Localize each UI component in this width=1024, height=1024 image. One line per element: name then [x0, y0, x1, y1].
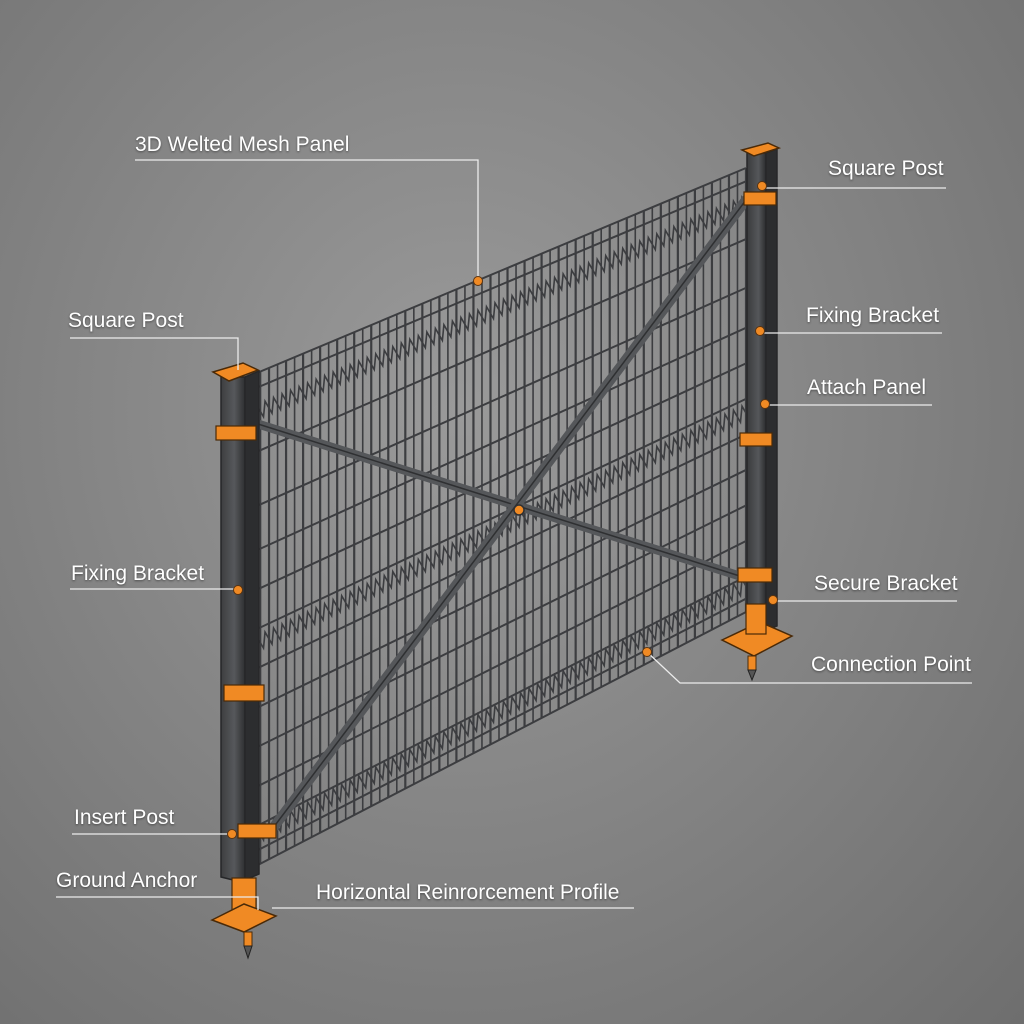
left-ground-plate	[210, 903, 278, 933]
dot-connection-point	[642, 647, 652, 657]
right-mid-bracket	[739, 432, 773, 447]
mesh-horizontal-wire	[251, 469, 747, 712]
label-mesh-panel: 3D Welted Mesh Panel	[135, 133, 350, 156]
mesh-horizontal-wire	[251, 167, 747, 376]
dot-mesh-panel	[473, 276, 483, 286]
label-connection-point: Connection Point	[811, 653, 971, 676]
dot-square-post-right	[757, 181, 767, 191]
right-post-cap	[739, 142, 782, 157]
label-fixing-bracket-left: Fixing Bracket	[71, 562, 205, 585]
right-secure-bracket	[737, 567, 773, 583]
mesh-horizontal-wire	[251, 433, 747, 672]
center-bolt-icon	[513, 504, 525, 516]
mesh-horizontal-wire	[251, 504, 747, 751]
mesh-horizontal-wire	[251, 362, 747, 593]
left-insert-bracket	[237, 823, 277, 839]
left-post	[210, 362, 278, 960]
label-fixing-bracket-right: Fixing Bracket	[806, 304, 940, 327]
mesh-horizontal-wire	[251, 180, 747, 391]
label-insert-post: Insert Post	[74, 806, 175, 829]
mesh-v-fold	[247, 194, 750, 423]
mesh-horizontal-wire	[251, 611, 747, 869]
left-fixing-bracket	[215, 425, 257, 441]
right-post	[720, 142, 794, 682]
diagonal-brace	[253, 195, 751, 837]
mesh-horizontal-wire	[251, 597, 747, 855]
right-top-bracket	[743, 191, 777, 206]
dot-attach-panel	[760, 399, 770, 409]
mesh-horizontal-wire	[251, 397, 747, 633]
label-secure-bracket: Secure Bracket	[814, 572, 958, 595]
label-square-post-right: Square Post	[828, 157, 944, 180]
mesh-horizontal-wire	[251, 286, 747, 510]
mesh-horizontal-wire	[251, 326, 747, 554]
left-fixing-bracket-lower	[223, 684, 265, 702]
dot-fixing-bracket-left	[233, 585, 243, 595]
label-horizontal-profile: Horizontal Reinrorcement Profile	[316, 881, 620, 904]
left-post-cap	[211, 362, 260, 382]
dot-insert-post	[227, 829, 237, 839]
label-square-post-left: Square Post	[68, 309, 184, 332]
label-ground-anchor: Ground Anchor	[56, 869, 198, 892]
mesh-horizontal-wire	[251, 575, 747, 830]
mesh-v-fold	[247, 576, 750, 847]
callout-dots	[227, 181, 778, 839]
dot-secure-bracket	[768, 595, 778, 605]
leader-lines	[56, 159, 972, 910]
label-attach-panel: Attach Panel	[807, 376, 927, 399]
dot-fixing-bracket-right	[755, 326, 765, 336]
mesh-horizontal-wire	[251, 238, 747, 455]
